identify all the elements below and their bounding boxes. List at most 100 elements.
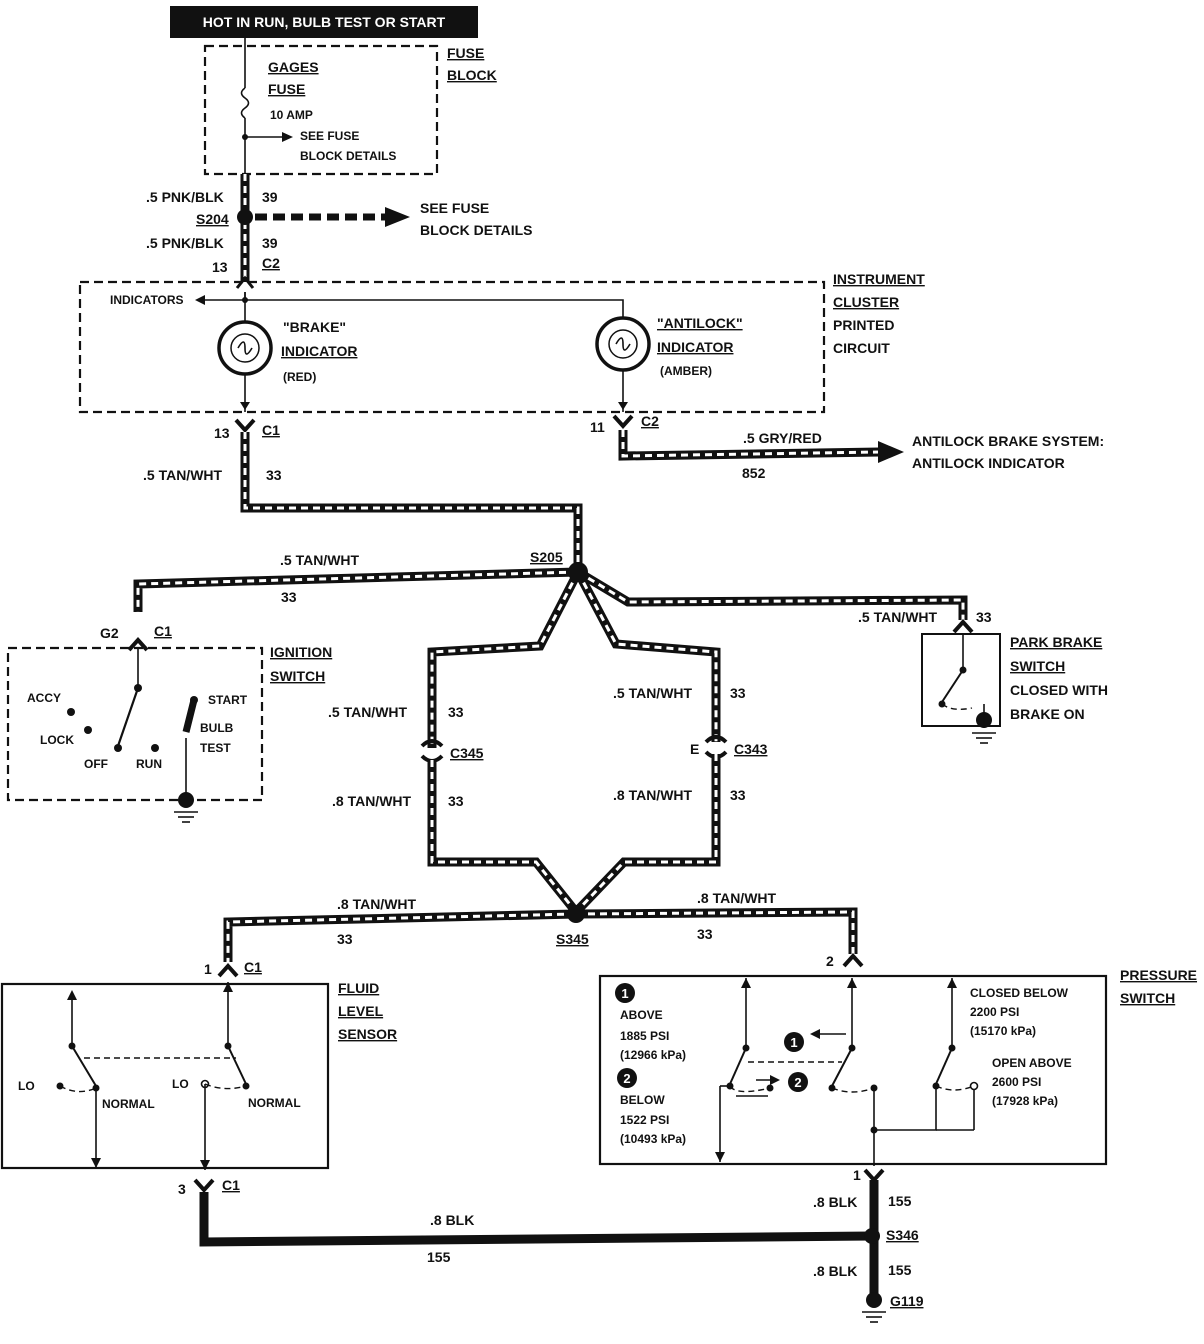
- callout-2-number: 2: [623, 1071, 630, 1086]
- cluster-title-3: PRINTED: [833, 317, 894, 333]
- indicators-label: INDICATORS: [110, 293, 184, 307]
- press-open-kpa: (17928 kPa): [992, 1094, 1058, 1108]
- arrow-icon: [385, 207, 410, 227]
- ign-bulb: BULB: [200, 721, 234, 735]
- ground-icon: [862, 1311, 886, 1323]
- callout-1-number-inner: 1: [790, 1035, 797, 1050]
- press-below-psi: 1522 PSI: [620, 1113, 669, 1127]
- s346-circuit-top: 155: [888, 1193, 912, 1209]
- s204-wire-top: .5 PNK/BLK: [146, 189, 224, 205]
- press-below-kpa: (10493 kPa): [620, 1132, 686, 1146]
- s346-wire-top: .8 BLK: [813, 1194, 857, 1210]
- callout-2-icon: [617, 1068, 637, 1088]
- s346-circuit-bottom: 155: [888, 1262, 912, 1278]
- splice-s204-label: S204: [196, 211, 229, 227]
- fuse-rating: 10 AMP: [270, 108, 313, 122]
- splice-s204-dot: [237, 209, 253, 225]
- fluid-title: FLUID: [338, 980, 379, 996]
- c1-wire-label: .5 TAN/WHT: [143, 467, 223, 483]
- fuse-see-details: SEE FUSE: [300, 129, 359, 143]
- power-banner: [170, 6, 478, 38]
- cluster-title: INSTRUMENT: [833, 271, 925, 287]
- fluid-conn-top: C1: [244, 959, 262, 975]
- connector-park-brake: [952, 619, 974, 634]
- s204-see-fuse: SEE FUSE: [420, 200, 489, 216]
- pressure-switch-contacts: [715, 978, 979, 1166]
- c345-wire-top: .5 TAN/WHT: [328, 704, 408, 720]
- s204-wire-bottom: .5 PNK/BLK: [146, 235, 224, 251]
- c345-wire-bottom: .8 TAN/WHT: [332, 793, 412, 809]
- brake-indicator-label: INDICATOR: [281, 343, 357, 359]
- antilock-indicator-name: "ANTILOCK": [657, 315, 743, 331]
- press-above-kpa: (12966 kPa): [620, 1048, 686, 1062]
- c345-label: C345: [450, 745, 484, 761]
- ign-pin: G2: [100, 625, 119, 641]
- callout-1-icon-inner: [784, 1032, 804, 1052]
- callout-1-number: 1: [621, 986, 628, 1001]
- fluid-normal-left: NORMAL: [102, 1097, 155, 1111]
- c1-circuit: 33: [266, 467, 282, 483]
- pressure-title-2: SWITCH: [1120, 990, 1175, 1006]
- ignition-ground-dot: [178, 792, 194, 808]
- fluid-title-3: SENSOR: [338, 1026, 397, 1042]
- press-open-psi: 2600 PSI: [992, 1075, 1041, 1089]
- c343-wire-bottom: .8 TAN/WHT: [613, 787, 693, 803]
- ign-run: RUN: [136, 757, 162, 771]
- brake-indicator-lamp: [217, 318, 273, 412]
- cluster-left-pin: 13: [214, 425, 230, 441]
- gages-fuse-label-2: FUSE: [268, 81, 305, 97]
- s345-left-circuit: 33: [337, 931, 353, 947]
- fuse-symbol: [240, 87, 250, 119]
- cluster-right-pin: 11: [590, 419, 605, 435]
- c345-circuit-top: 33: [448, 704, 464, 720]
- callout-2-number-inner: 2: [794, 1075, 801, 1090]
- instrument-cluster-outline: [78, 280, 826, 414]
- pressure-switch-outline: [598, 974, 1108, 1166]
- ign-test: TEST: [200, 741, 231, 755]
- power-banner-label: HOT IN RUN, BULB TEST OR START: [203, 14, 446, 30]
- antilock-wire-label: .5 GRY/RED: [743, 430, 822, 446]
- splice-s345-label: S345: [556, 931, 589, 947]
- splice-s346-dot: [864, 1228, 880, 1244]
- cluster-title-4: CIRCUIT: [833, 340, 890, 356]
- s204-circuit-top: 39: [262, 189, 278, 205]
- brake-indicator-name: "BRAKE": [283, 319, 346, 335]
- ignition-title: IGNITION: [270, 644, 332, 660]
- press-pin-bottom: 1: [853, 1167, 861, 1183]
- press-above: ABOVE: [620, 1008, 663, 1022]
- s205-left-circuit: 33: [281, 589, 297, 605]
- fluid-conn-bottom: C1: [222, 1177, 240, 1193]
- press-above-psi: 1885 PSI: [620, 1029, 669, 1043]
- c345-circuit-bottom: 33: [448, 793, 464, 809]
- connector-c1-fluid-bottom: [193, 1178, 215, 1193]
- park-brake-wire: .5 TAN/WHT: [858, 609, 938, 625]
- park-brake-title: PARK BRAKE: [1010, 634, 1102, 650]
- fluid-title-2: LEVEL: [338, 1003, 384, 1019]
- ign-accy: ACCY: [27, 691, 61, 705]
- ground-g119-dot: [866, 1292, 882, 1308]
- pressure-title: PRESSURE: [1120, 967, 1197, 983]
- ignition-switch-outline: [6, 646, 264, 802]
- press-below: BELOW: [620, 1093, 665, 1107]
- park-brake-title-2: SWITCH: [1010, 658, 1065, 674]
- s204-circuit-bottom: 39: [262, 235, 278, 251]
- connector-c2-cluster: [612, 414, 634, 429]
- splice-s345-dot: [567, 905, 585, 923]
- ground-icon: [174, 811, 198, 823]
- splice-s205-label: S205: [530, 549, 563, 565]
- s345-right-circuit: 33: [697, 926, 713, 942]
- connector-pressure-bottom: [863, 1168, 885, 1183]
- c343-pin: E: [690, 741, 699, 757]
- press-open-above: OPEN ABOVE: [992, 1056, 1072, 1070]
- ground-g119-label: G119: [890, 1293, 924, 1309]
- antilock-destination-2: ANTILOCK INDICATOR: [912, 455, 1065, 471]
- connector-c1-fluid-top: [217, 963, 239, 978]
- callout-2-icon-inner: [788, 1072, 808, 1092]
- s205-left-wire: .5 TAN/WHT: [280, 552, 360, 568]
- brake-indicator-color: (RED): [283, 370, 316, 384]
- ground-wire-label: .8 BLK: [430, 1212, 474, 1228]
- park-brake-desc: CLOSED WITH: [1010, 682, 1108, 698]
- fluid-pin-top: 1: [204, 961, 212, 977]
- park-brake-desc-2: BRAKE ON: [1010, 706, 1085, 722]
- fluid-switch-left: [56, 990, 101, 1168]
